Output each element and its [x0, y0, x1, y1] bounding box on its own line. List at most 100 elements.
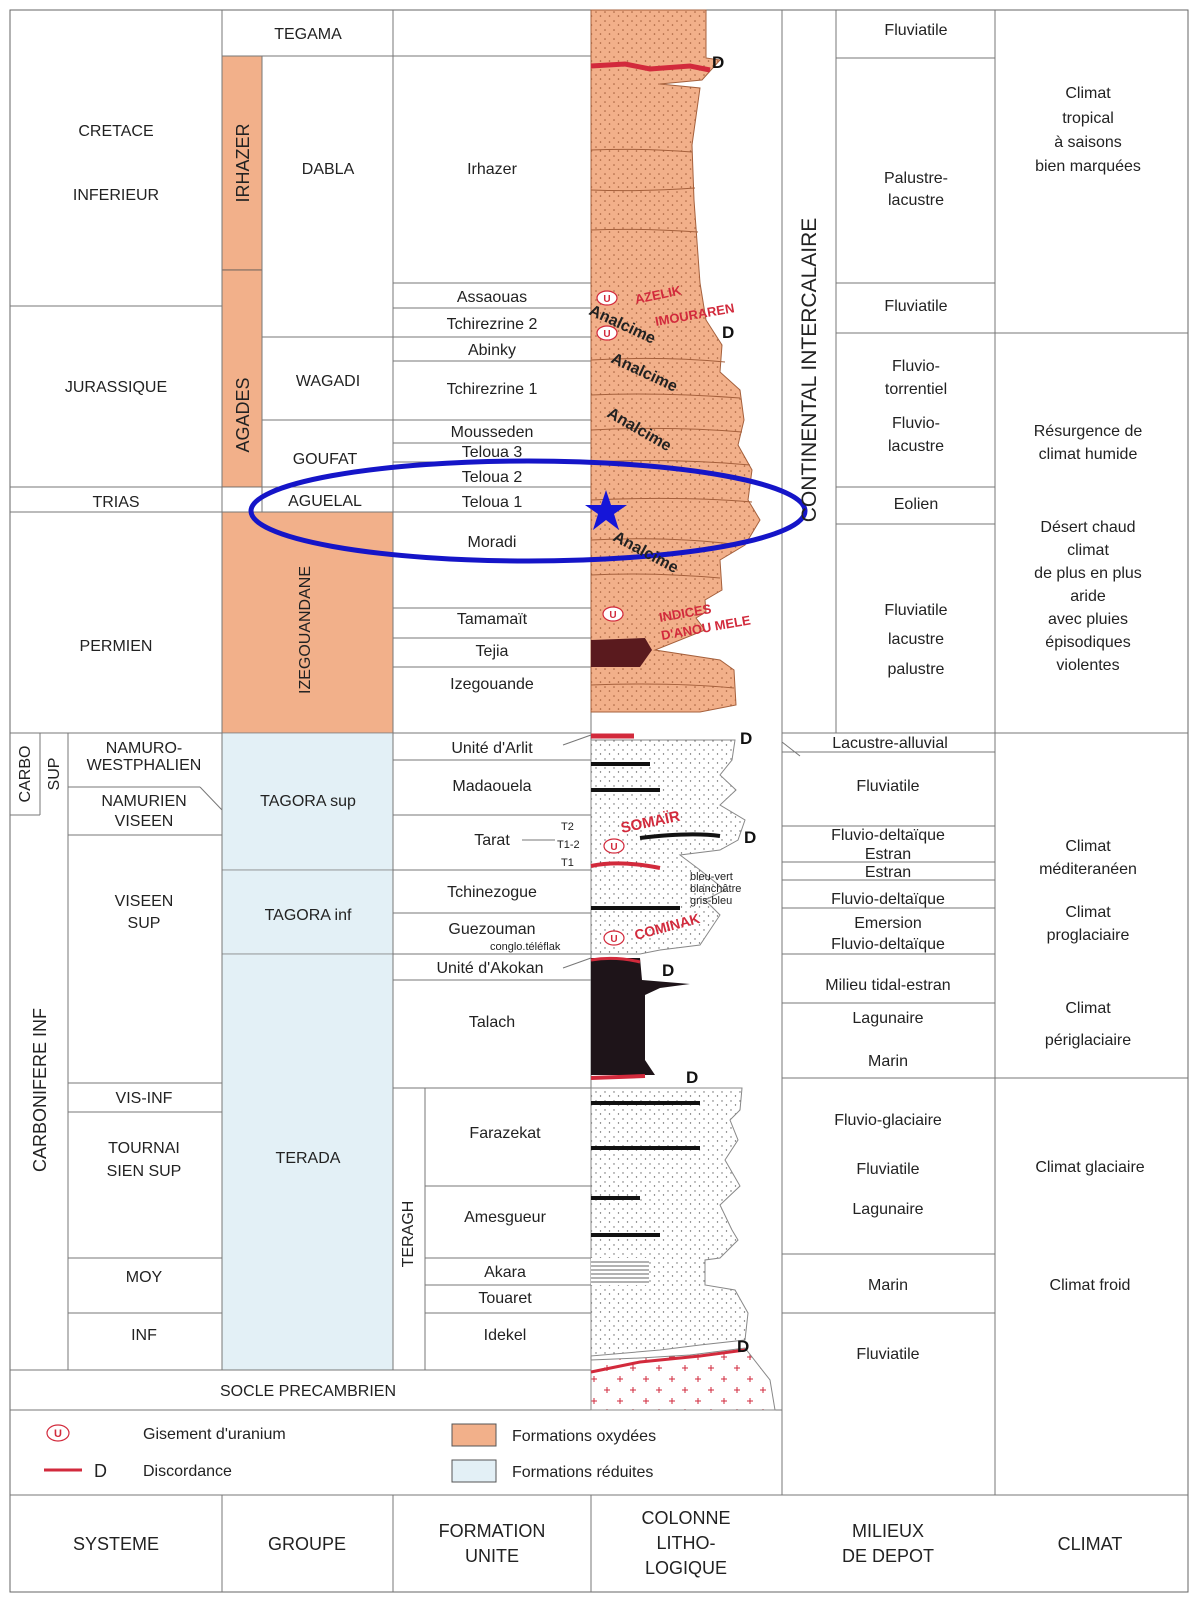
grp-goufat: GOUFAT [293, 451, 358, 468]
fm-tchinezogue: Tchinezogue [447, 884, 537, 901]
legend-oxydees: Formations oxydées [512, 1428, 656, 1445]
mil-fluvio-glaciaire: Fluvio-glaciaire [834, 1112, 942, 1129]
fm-akara: Akara [484, 1264, 526, 1281]
footer-milieux-2: DE DEPOT [842, 1546, 934, 1566]
mil-palustre-1: Palustre- [884, 170, 948, 187]
mil-estran-1: Estran [865, 846, 911, 863]
sys-viseen-sup-2: SUP [128, 915, 161, 932]
sys-carbo-sup-1: CARBO [17, 746, 34, 803]
fm-conglo: conglo.téléflak [490, 941, 561, 953]
litho-note-3: gris-bleu [690, 895, 732, 907]
tagora-inf-fill [221, 869, 394, 955]
litho-note-1: bleu-vert [690, 871, 733, 883]
fm-tarat-t12: T1-2 [557, 839, 580, 851]
d-label-5: D [662, 961, 674, 980]
legend-discordance: Discordance [143, 1463, 232, 1480]
highlight-ellipse [248, 458, 808, 564]
mil-emersion: Emersion [854, 915, 922, 932]
cli-proglaciaire-1: Climat [1065, 904, 1111, 921]
grp-agades: AGADES [233, 377, 253, 452]
cli-resurgence-2: climat humide [1039, 446, 1138, 463]
footer-milieux-1: MILIEUX [852, 1521, 924, 1541]
akara-stripes [591, 1258, 649, 1285]
footer-colonne-1: COLONNE [641, 1508, 730, 1528]
cli-mediterraneen-2: méditeranéen [1039, 861, 1137, 878]
discordance-top [590, 61, 711, 73]
uranium-icon-anou-mele [602, 606, 624, 622]
fm-arlit: Unité d'Arlit [451, 740, 533, 757]
cli-desert-6: épisodiques [1045, 634, 1130, 651]
grp-dabla: DABLA [302, 161, 355, 178]
discordance-tarat [590, 861, 661, 870]
sys-tournai-1: TOURNAI [108, 1140, 180, 1157]
sys-moy: MOY [126, 1269, 163, 1286]
sys-tournai-2: SIEN SUP [107, 1163, 182, 1180]
mil-fluviatile-5: Fluviatile [856, 1346, 919, 1363]
grp-aguelal: AGUELAL [288, 493, 362, 510]
cli-desert-7: violentes [1056, 657, 1119, 674]
sys-namuro-2: WESTPHALIEN [87, 757, 202, 774]
uranium-markers [46, 290, 625, 1442]
footer-formation-1: FORMATION [439, 1521, 546, 1541]
u-letter-somair: U [610, 842, 617, 853]
mil-marin-1: Marin [868, 1053, 908, 1070]
mil-fluvio-deltaique-3: Fluvio-deltaïque [831, 936, 945, 953]
irhazer-fill [221, 55, 263, 271]
black-streaks [591, 762, 721, 1237]
cli-desert-1: Désert chaud [1040, 519, 1135, 536]
grp-wagadi: WAGADI [296, 373, 360, 390]
d-label-4: D [744, 828, 756, 847]
u-letter-cominak: U [610, 934, 617, 945]
mil-palustre-2: lacustre [888, 192, 944, 209]
sys-socle: SOCLE PRECAMBRIEN [220, 1383, 396, 1400]
d-label-1: D [712, 53, 724, 72]
footer-formation-2: UNITE [465, 1546, 519, 1566]
agades-fill [221, 269, 263, 488]
mil-tidal: Milieu tidal-estran [825, 977, 950, 994]
uranium-icon-azelik [596, 290, 618, 306]
footer-colonne-2: LITHO- [656, 1533, 715, 1553]
cli-periglaciaire-1: Climat [1065, 1000, 1111, 1017]
mil-perm-3: palustre [888, 661, 945, 678]
cli-desert-4: aride [1070, 588, 1106, 605]
fm-talach: Talach [469, 1014, 515, 1031]
fm-tamamait: Tamamaït [457, 611, 528, 628]
footer-colonne-3: LOGIQUE [645, 1558, 727, 1578]
grp-tagora-sup: TAGORA sup [260, 793, 356, 810]
cli-desert-3: de plus en plus [1034, 565, 1142, 582]
legend-reduites-swatch [451, 1459, 497, 1483]
fm-moradi: Moradi [468, 534, 517, 551]
mil-eolien: Eolien [894, 496, 938, 513]
fm-assaouas: Assaouas [457, 289, 527, 306]
mil-perm-1: Fluviatile [884, 602, 947, 619]
cli-tropical-1: Climat [1065, 85, 1111, 102]
grp-izegouandane: IZEGOUANDANE [297, 566, 314, 694]
sys-namurien-1: NAMURIEN [101, 793, 186, 810]
sys-permien: PERMIEN [80, 638, 153, 655]
fm-touaret: Touaret [478, 1290, 532, 1307]
footer-systeme: SYSTEME [73, 1534, 159, 1554]
mil-perm-2: lacustre [888, 631, 944, 648]
terada-fill [221, 953, 394, 1371]
litho-note-2: blanchâtre [690, 883, 741, 895]
u-letter-azelik: U [603, 294, 610, 305]
continental-intercalaire: CONTINENTAL INTERCALAIRE [798, 218, 821, 523]
mil-estran-2: Estran [865, 864, 911, 881]
fm-abinky: Abinky [468, 342, 516, 359]
sys-jurassique: JURASSIQUE [65, 379, 167, 396]
sys-trias: TRIAS [92, 494, 139, 511]
fm-teloua2: Teloua 2 [462, 469, 523, 486]
discordance-basement [590, 1348, 746, 1374]
fm-tarat-t2: T2 [561, 821, 574, 833]
fm-akokan: Unité d'Akokan [436, 960, 543, 977]
fm-tchirezrine1: Tchirezrine 1 [447, 381, 538, 398]
d-label-6: D [686, 1068, 698, 1087]
cli-tropical-3: à saisons [1054, 134, 1122, 151]
fm-teloua3: Teloua 3 [462, 444, 523, 461]
litho-upper-sandstone [590, 9, 761, 713]
mil-lagunaire-2: Lagunaire [852, 1201, 923, 1218]
cli-tropical-2: tropical [1062, 110, 1114, 127]
sys-namurien-2: VISEEN [115, 813, 174, 830]
discordance-talach [590, 1074, 646, 1080]
litho-black-talach [591, 958, 690, 1075]
